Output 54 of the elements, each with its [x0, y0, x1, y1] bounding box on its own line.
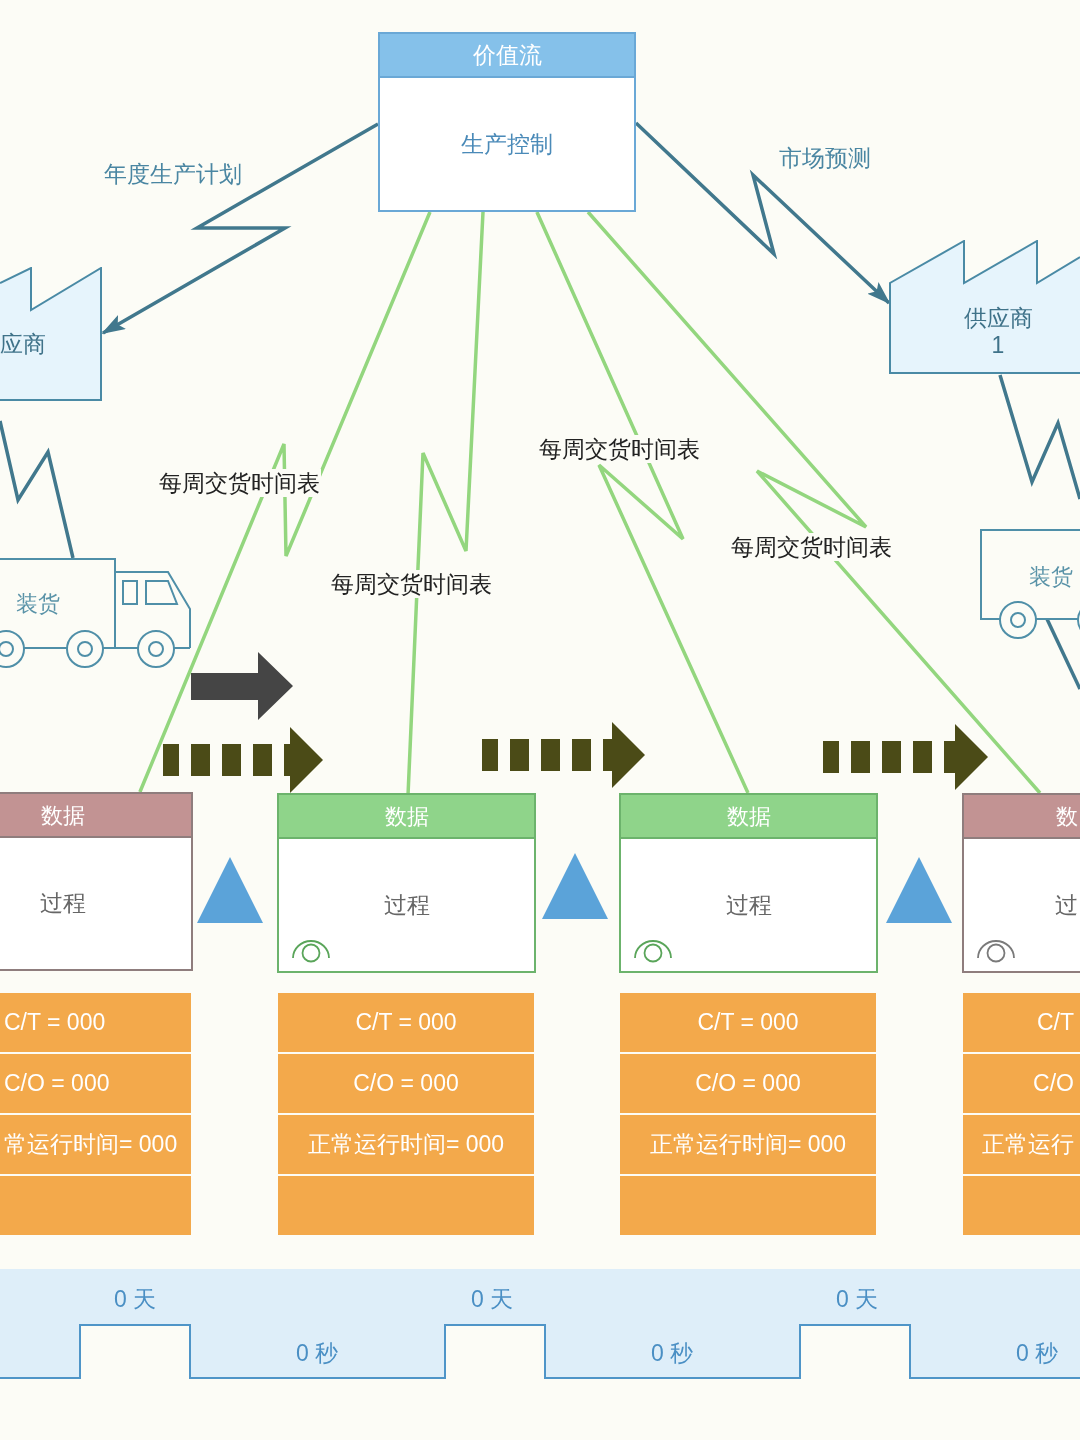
- timeline-value: 0 天: [112, 1285, 158, 1313]
- lightning-line: [406, 211, 485, 794]
- timeline-value: 0 天: [469, 1285, 515, 1313]
- lightning-line: [535, 211, 750, 794]
- factory-label: 供应商 1: [962, 305, 1034, 359]
- factory-label: 应商: [0, 330, 46, 358]
- control-label: 生产控制: [461, 129, 553, 159]
- timeline-value: 0 秒: [649, 1339, 695, 1367]
- edge-label: 每周交货时间表: [538, 435, 701, 463]
- process-label: 过程: [383, 890, 430, 920]
- process-header: 数据: [279, 795, 534, 839]
- process-box: [962, 793, 1080, 973]
- truck-label: 装货: [1029, 563, 1073, 591]
- process-header: 数据: [621, 795, 876, 839]
- truck-label: 装货: [16, 590, 60, 618]
- data-cell: C/T = 000: [620, 993, 876, 1052]
- control-box: [378, 32, 636, 212]
- lightning-line: [0, 420, 75, 559]
- data-cell: C/T = 000: [278, 993, 534, 1052]
- control-header: 价值流: [380, 34, 634, 78]
- timeline-value: 0 秒: [294, 1339, 340, 1367]
- data-cell: 正常运行: [963, 1115, 1080, 1174]
- data-cell: C/O = 000: [0, 1054, 191, 1113]
- edge-label: 市场预测: [778, 144, 872, 172]
- process-box: [277, 793, 536, 973]
- edge-label: 每周交货时间表: [330, 570, 493, 598]
- process-label: 过: [1055, 890, 1078, 920]
- edge-label: 年度生产计划: [103, 160, 243, 188]
- timeline-value: 0 天: [834, 1285, 880, 1313]
- inventory-triangle: [197, 857, 263, 923]
- data-cell: 常运行时间= 000: [0, 1115, 191, 1174]
- lightning-line: [586, 210, 1042, 795]
- process-label: 过程: [39, 889, 86, 919]
- inventory-triangle: [542, 853, 608, 919]
- data-cell: C/O: [963, 1054, 1080, 1113]
- process-header: 数: [964, 795, 1080, 839]
- process-box: [0, 792, 193, 971]
- connector-line: [1045, 618, 1080, 690]
- data-cell: 正常运行时间= 000: [278, 1115, 534, 1174]
- process-header: 数据: [0, 794, 191, 838]
- lightning-line: [138, 211, 432, 793]
- edge-label: 每周交货时间表: [730, 533, 893, 561]
- inventory-triangle: [886, 857, 952, 923]
- process-box: [619, 793, 878, 973]
- timeline-value: 0 秒: [1014, 1339, 1060, 1367]
- lightning-arrow: [101, 122, 379, 335]
- data-cell: C/T = 000: [0, 993, 191, 1052]
- data-cell: C/O = 000: [278, 1054, 534, 1113]
- lightning-line: [998, 374, 1080, 500]
- data-cell: C/T: [963, 993, 1080, 1052]
- data-cell: C/O = 000: [620, 1054, 876, 1113]
- edge-label: 每周交货时间表: [158, 469, 321, 497]
- process-label: 过程: [725, 890, 772, 920]
- data-cell: 正常运行时间= 000: [620, 1115, 876, 1174]
